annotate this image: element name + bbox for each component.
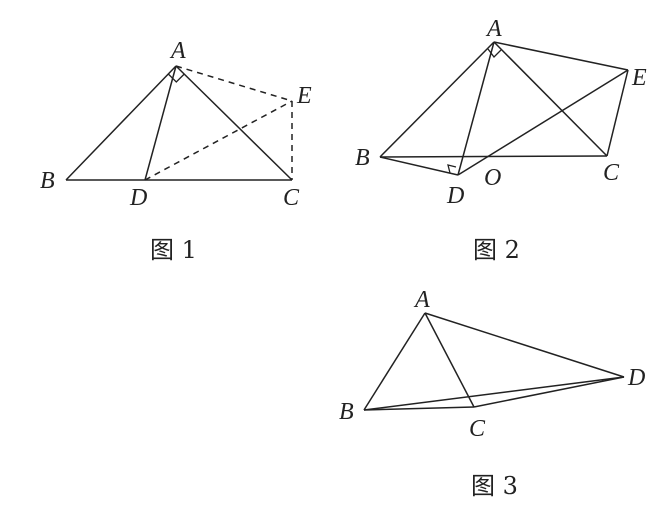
point-label-C: C	[469, 416, 486, 442]
segment-BC	[379, 155, 608, 158]
segment-BD	[363, 376, 625, 411]
point-label-B: B	[339, 399, 354, 425]
figure-2: A B D O C E 图 2	[355, 16, 647, 264]
right-angle-mark-A	[167, 73, 185, 83]
segment-BA	[379, 41, 495, 158]
segment-CD	[473, 376, 625, 408]
point-label-A: A	[169, 38, 186, 64]
segment-AD	[424, 312, 625, 378]
segment-AC	[493, 41, 608, 157]
segment-EC	[606, 69, 629, 157]
right-angle-mark-D	[447, 164, 457, 174]
segment-AD	[144, 65, 177, 181]
figure-3: A B C D 图 3	[339, 287, 645, 500]
point-label-C: C	[283, 185, 300, 211]
caption-figure-3: 图 3	[471, 472, 518, 500]
segment-BA	[65, 65, 177, 181]
segment-AE	[493, 41, 629, 71]
segment-BA	[363, 312, 426, 411]
point-label-O: O	[484, 165, 501, 191]
point-label-D: D	[446, 183, 464, 209]
segment-BC	[363, 406, 475, 411]
point-label-B: B	[355, 145, 370, 171]
segment-AE	[175, 65, 293, 102]
point-label-D: D	[627, 365, 645, 391]
segment-AC	[424, 312, 475, 408]
point-label-C: C	[603, 160, 620, 186]
point-label-A: A	[485, 16, 502, 42]
point-label-A: A	[413, 287, 430, 313]
caption-figure-2: 图 2	[473, 236, 520, 264]
caption-figure-1: 图 1	[150, 236, 197, 264]
point-label-D: D	[129, 185, 147, 211]
figure-1: A B D C E 图 1	[40, 38, 312, 264]
point-label-E: E	[631, 65, 647, 91]
right-angle-mark-A	[487, 48, 502, 58]
segment-AC	[175, 65, 293, 181]
segment-AD	[457, 41, 495, 176]
segment-DE	[457, 69, 629, 176]
point-label-E: E	[296, 83, 312, 109]
segment-BD	[379, 156, 459, 176]
segment-DE	[144, 100, 293, 181]
point-label-B: B	[40, 168, 55, 194]
